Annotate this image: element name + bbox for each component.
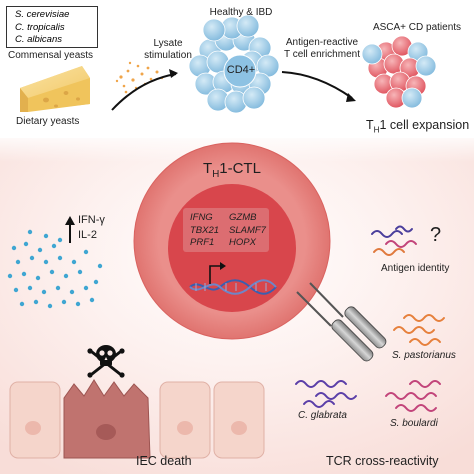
cytokine-dot — [71, 259, 77, 265]
cytokine-dot — [43, 233, 49, 239]
cytokine-dot — [13, 287, 19, 293]
yeast-strand-pastorianus — [393, 314, 445, 346]
skull-crossbones-icon — [87, 345, 125, 378]
cytokine-dot — [55, 285, 61, 291]
gene-prf1: PRF1 — [190, 237, 215, 248]
lysate-line-1: Lysate — [153, 38, 183, 49]
cytokine-dot — [61, 299, 67, 305]
yeast-strand-glabrata — [295, 380, 357, 408]
cytokine-label: IFN-γ IL-2 — [78, 213, 105, 243]
cytokine-dot — [69, 289, 75, 295]
th1-ctl-cell — [133, 142, 331, 340]
cytokine-dot — [89, 297, 95, 303]
species-albicans: C. albicans — [15, 34, 62, 45]
cytokine-dot — [35, 275, 41, 281]
enrichment-arrow — [281, 71, 356, 102]
gene-list-right: GZMB SLAMF7 HOPX — [229, 212, 266, 250]
iec-layer — [9, 381, 265, 459]
cytokine-dot — [49, 269, 55, 275]
commensal-yeasts-label: Commensal yeasts — [8, 50, 94, 61]
cytokine-dot — [93, 279, 99, 285]
th1-cell — [415, 55, 437, 77]
cytokine-dot — [11, 245, 17, 251]
cytokine-dot — [43, 259, 49, 265]
antigen-identity-label: Antigen identity — [381, 263, 450, 274]
th1-cell-cluster — [361, 35, 437, 109]
species-cerevisiae: S. cerevisiae — [15, 9, 70, 20]
healthy-ibd-label: Healthy & IBD — [209, 7, 273, 18]
transcription-start-arrow — [209, 262, 226, 284]
cytokine-dot — [37, 247, 43, 253]
lysate-dots — [115, 61, 164, 94]
cd4-cell — [202, 18, 226, 42]
species-pastorianus-label: S. pastorianus — [392, 350, 456, 361]
th1-cell — [361, 43, 383, 65]
cheese-icon — [20, 66, 90, 112]
cytokine-dot — [75, 301, 81, 307]
cd4-cell — [236, 14, 260, 38]
lysate-line-2: stimulation — [144, 50, 192, 61]
asca-cd-label: ASCA+ CD patients — [372, 22, 462, 33]
tcr-cross-reactivity-label: TCR cross-reactivity — [326, 454, 439, 468]
cd4-center-cell — [223, 54, 257, 88]
lysate-stimulation-label: Lysate stimulation — [138, 38, 198, 62]
gene-panel — [183, 208, 269, 252]
gene-slamf7: SLAMF7 — [229, 224, 266, 236]
cytokine-dot — [63, 273, 69, 279]
cytokine-dot — [23, 241, 29, 247]
commensal-species-box: S. cerevisiae C. tropicalis C. albicans — [6, 6, 98, 48]
cytokine-il2: IL-2 — [78, 229, 97, 241]
species-boulardi-label: S. boulardi — [390, 418, 438, 429]
cytokine-dot — [29, 255, 35, 261]
gene-tbx21: TBX21 — [190, 224, 220, 236]
question-mark: ? — [430, 224, 442, 246]
gene-hopx: HOPX — [229, 237, 256, 248]
yeast-strand-boulardi — [385, 380, 441, 412]
gene-gzmb: GZMB — [229, 212, 257, 223]
gene-list-left: IFNG TBX21 PRF1 — [190, 212, 219, 250]
th1-expansion-label: TH1 cell expansion — [366, 118, 470, 135]
iec-death-label: IEC death — [136, 454, 192, 468]
antigen-reactive-label: Antigen-reactive T cell enrichment — [272, 37, 372, 61]
up-arrow-icon — [65, 216, 75, 243]
cytokine-dot — [51, 243, 57, 249]
cytokine-dot — [41, 289, 47, 295]
stimulation-arrow — [111, 69, 178, 111]
cytokine-ifn-gamma: IFN-γ — [78, 214, 105, 226]
cytokine-dot — [83, 285, 89, 291]
cytokine-dot — [57, 237, 63, 243]
cytokine-dot — [7, 273, 13, 279]
dietary-yeasts-label: Dietary yeasts — [16, 116, 80, 127]
cytokine-dot — [83, 249, 89, 255]
cytokine-dot — [19, 301, 25, 307]
tcr-receptor-icon — [296, 282, 387, 362]
dying-iec-cell — [63, 379, 151, 459]
th1-ctl-title: TH1-CTL — [203, 160, 261, 180]
cytokine-dot — [27, 285, 33, 291]
th1-cell — [401, 87, 423, 109]
cytokine-dot — [97, 263, 103, 269]
cytokine-dot — [47, 303, 53, 309]
cd4-cell — [242, 86, 266, 110]
antigen-reactive-line-2: T cell enrichment — [284, 49, 360, 60]
cd4-label: CD4+ — [226, 64, 256, 76]
cytokine-dots — [7, 229, 103, 309]
cd4-cell-cluster — [188, 14, 280, 114]
dna-icon — [189, 279, 277, 295]
cytokine-dot — [15, 259, 21, 265]
cytokine-dot — [57, 255, 63, 261]
cytokine-dot — [77, 269, 83, 275]
antigen-strand-unknown — [371, 225, 417, 256]
cytokine-dot — [33, 299, 39, 305]
species-glabrata-label: C. glabrata — [298, 410, 347, 421]
antigen-reactive-line-1: Antigen-reactive — [285, 37, 359, 48]
gene-ifng: IFNG — [190, 212, 213, 223]
cytokine-dot — [21, 271, 27, 277]
species-tropicalis: C. tropicalis — [15, 21, 65, 33]
cytokine-dot — [27, 229, 33, 235]
